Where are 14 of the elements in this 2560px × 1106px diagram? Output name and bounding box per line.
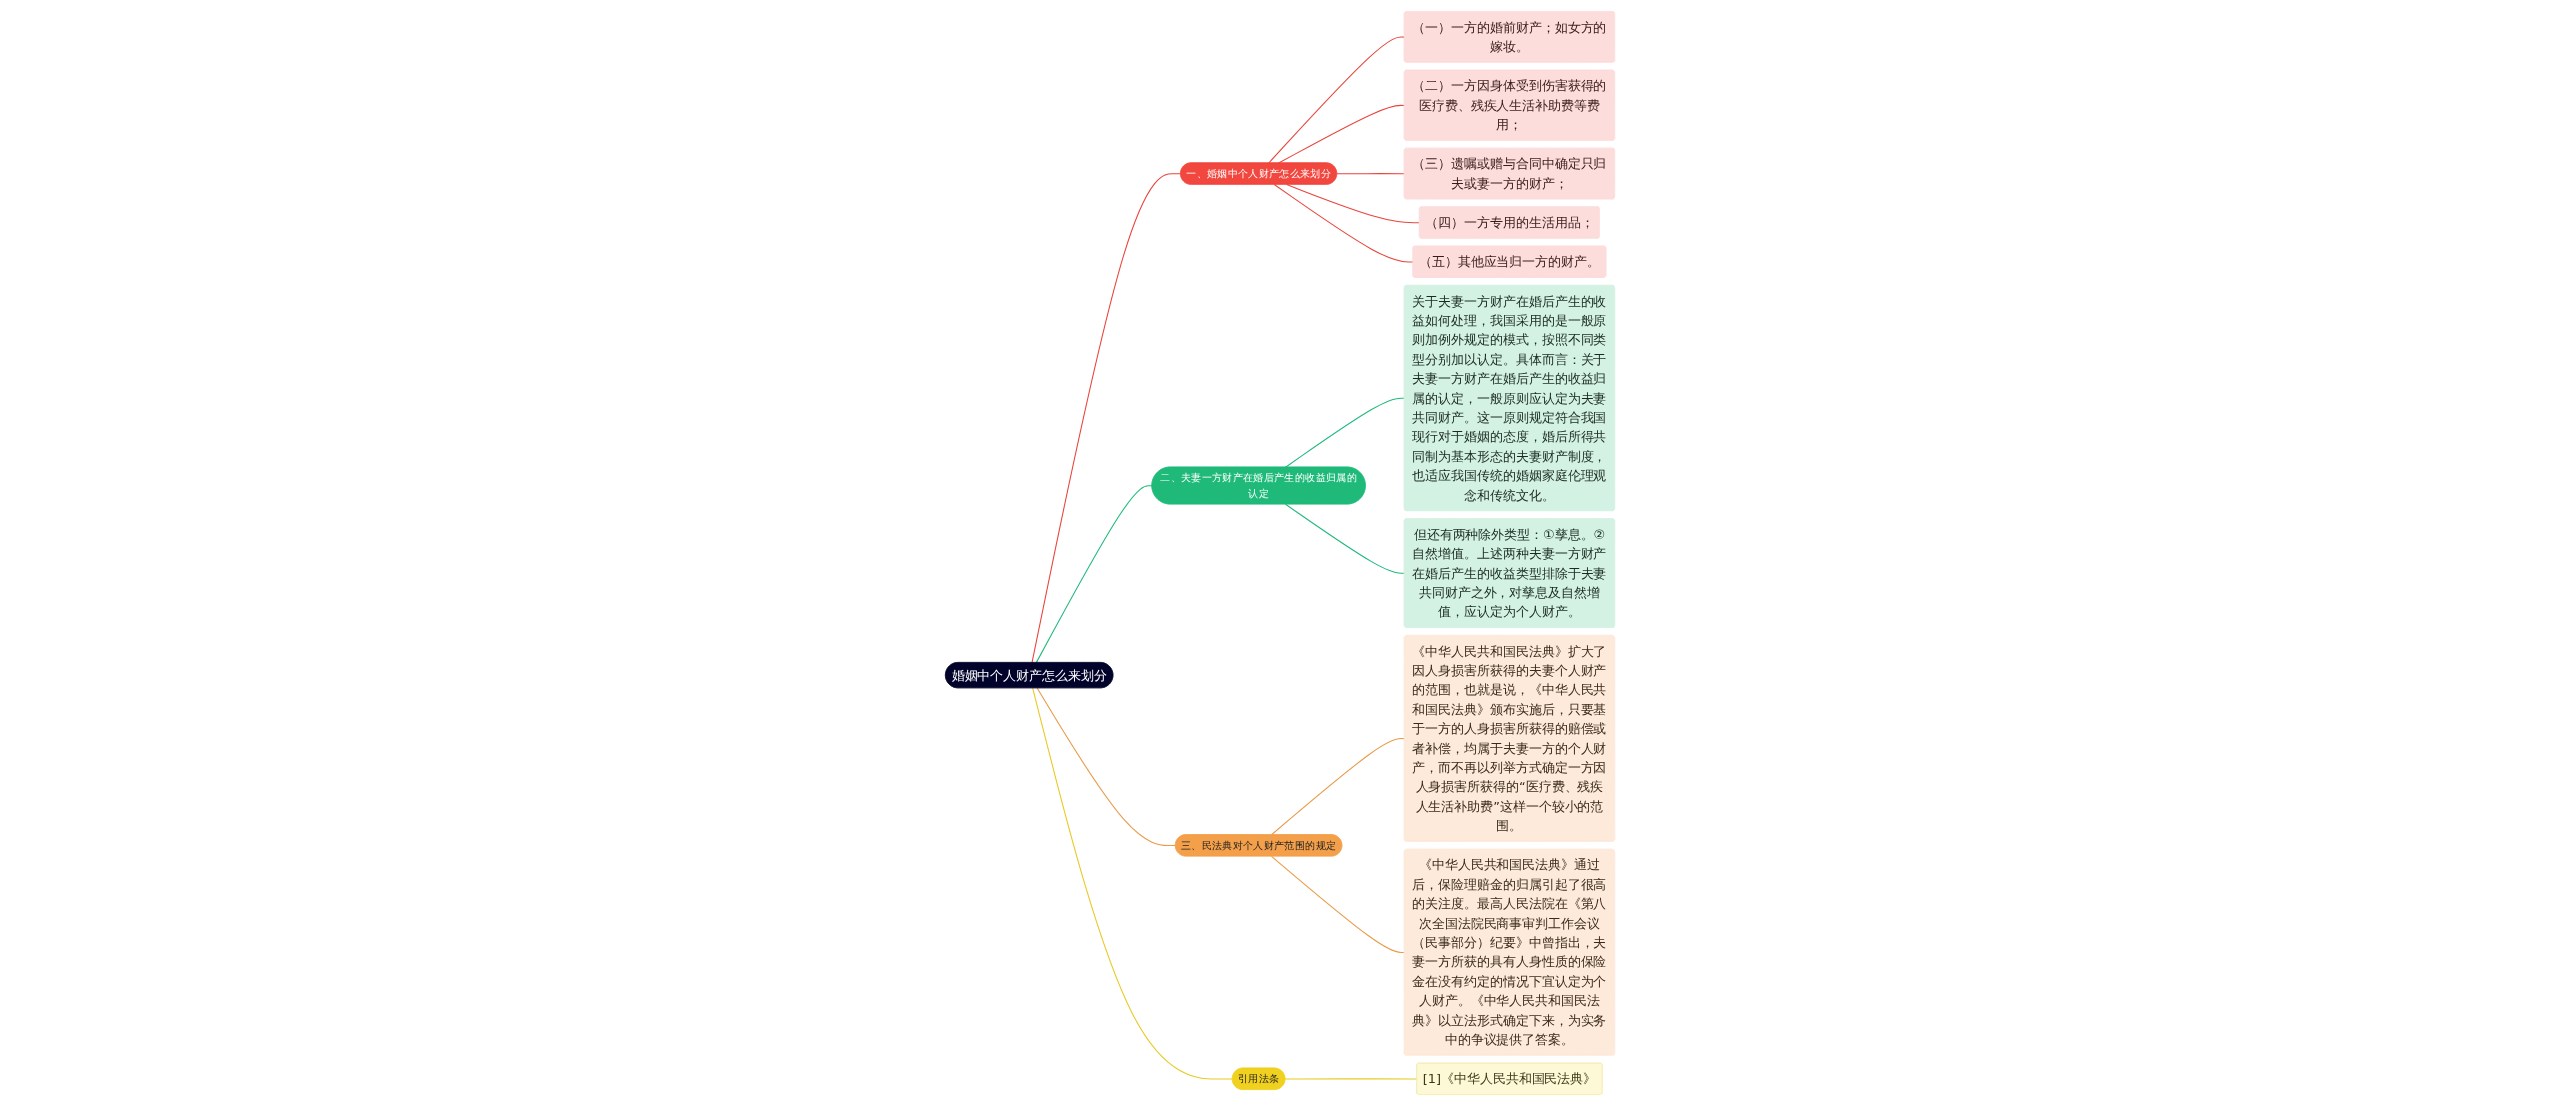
connector (1278, 104, 1405, 164)
connector (1036, 687, 1177, 847)
connector (1285, 503, 1405, 574)
connector (1336, 173, 1405, 175)
connector (1031, 173, 1182, 664)
connector (1032, 687, 1233, 1080)
connector (1273, 184, 1414, 263)
connector (1285, 397, 1405, 468)
connector (1268, 36, 1405, 164)
connector (1271, 855, 1405, 953)
connector (1284, 1078, 1418, 1080)
connector (1286, 184, 1421, 224)
connector (1271, 738, 1405, 836)
connector (1035, 485, 1153, 664)
